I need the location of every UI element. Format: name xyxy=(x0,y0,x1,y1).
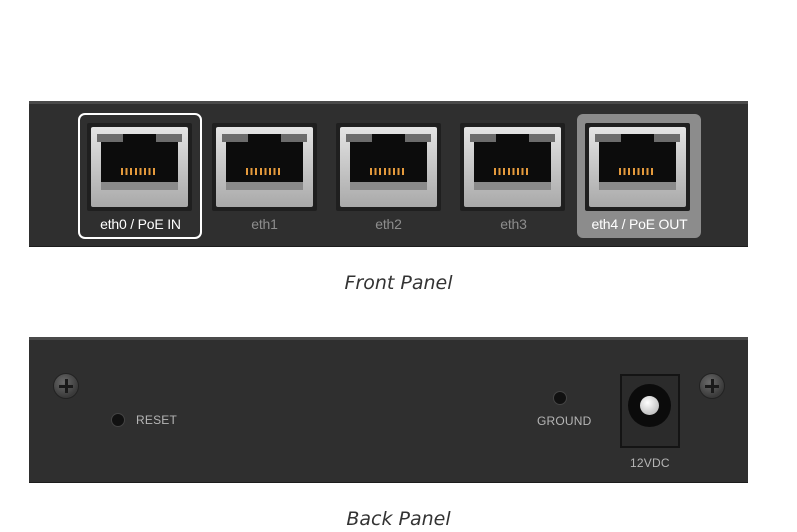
port-eth4[interactable] xyxy=(585,123,690,211)
port-label-eth1: eth1 xyxy=(251,216,278,232)
rj45-jack-icon xyxy=(340,127,437,207)
poe-in-highlight xyxy=(78,113,202,239)
back-panel-caption: Back Panel xyxy=(346,508,451,530)
port-label-eth0: eth0 / PoE IN xyxy=(100,216,181,232)
rj45-jack-icon xyxy=(464,127,561,207)
port-eth2[interactable] xyxy=(336,123,441,211)
screw-icon xyxy=(53,373,79,399)
power-label: 12VDC xyxy=(630,456,670,470)
screw-icon xyxy=(699,373,725,399)
port-label-eth2: eth2 xyxy=(375,216,402,232)
reset-button[interactable] xyxy=(111,413,125,427)
port-label-eth3: eth3 xyxy=(500,216,527,232)
rj45-jack-icon xyxy=(589,127,686,207)
port-eth1[interactable] xyxy=(212,123,317,211)
rj45-jack-icon xyxy=(216,127,313,207)
port-eth3[interactable] xyxy=(460,123,565,211)
rj45-jack-icon xyxy=(91,127,188,207)
dc-pin-icon xyxy=(640,396,659,415)
front-panel-caption: Front Panel xyxy=(344,272,453,294)
ground-terminal xyxy=(553,391,567,405)
ground-label: GROUND xyxy=(537,414,592,428)
reset-label: RESET xyxy=(136,413,178,427)
port-label-eth4: eth4 / PoE OUT xyxy=(591,216,688,232)
port-eth0[interactable] xyxy=(87,123,192,211)
